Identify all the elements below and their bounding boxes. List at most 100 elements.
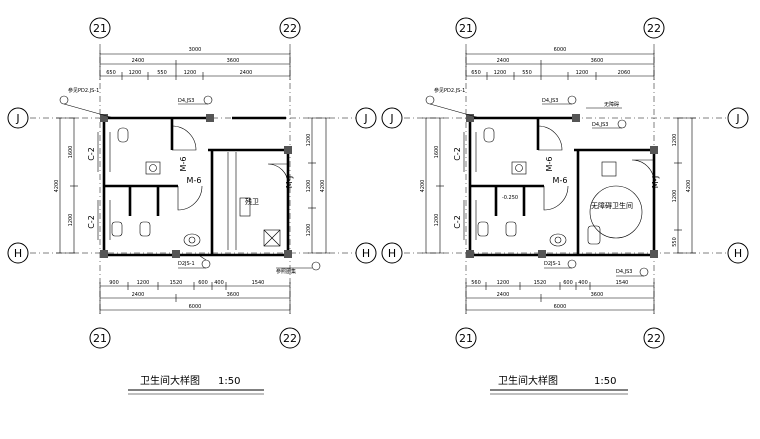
axis-bubble-21-bottom: 21 [89, 327, 111, 349]
svg-text:H: H [362, 247, 370, 260]
door-m6-upper [537, 125, 563, 151]
svg-text:1600: 1600 [434, 146, 440, 159]
axis-bubble-j-left: J [381, 107, 403, 129]
dimension-chain-bottom: 900 1200 1520 600 400 1540 2400 3600 600… [99, 280, 291, 314]
svg-text:参照图集: 参照图集 [276, 268, 296, 275]
svg-text:J: J [15, 112, 19, 125]
svg-text:D4,JS3: D4,JS3 [542, 98, 558, 104]
elevation-ref-mid: D4,JS3 [592, 119, 627, 129]
svg-text:2060: 2060 [618, 70, 631, 76]
door-m6-lower [543, 185, 569, 211]
elevation-ref-top: D4,JS3 [178, 95, 213, 105]
svg-text:650: 650 [471, 70, 481, 76]
toilet-stall-2 [139, 221, 151, 237]
washbasin-fixture [511, 161, 527, 175]
svg-text:1:50: 1:50 [594, 376, 616, 387]
svg-text:1200: 1200 [306, 180, 312, 193]
axis-bubble-22-top: 22 [279, 17, 301, 39]
window-label-c2-lower: C-2 [87, 215, 96, 229]
svg-text:22: 22 [647, 332, 661, 345]
svg-text:2400: 2400 [497, 292, 510, 298]
detail-ref-bottom: D2JS-1 [544, 259, 577, 269]
door-label-m6-horizontal: M-6 [553, 176, 568, 185]
svg-text:4200: 4200 [54, 180, 60, 193]
dimension-chain-top: 6000 2400 3600 650 1200 550 1200 2060 [465, 47, 655, 80]
svg-text:J: J [735, 112, 739, 125]
washbasin-lower [549, 233, 567, 247]
svg-text:1200: 1200 [306, 134, 312, 147]
svg-text:400: 400 [214, 280, 224, 286]
level-mark: -0.250 [502, 195, 518, 201]
toilet-detail-plan-left: 21 22 21 22 J H J H [7, 17, 377, 395]
detail-ref-top: 参见PD2.JS-1 [425, 87, 481, 119]
axis-bubble-21-bottom: 21 [455, 327, 477, 349]
note-top-right: 无障碍 [586, 101, 622, 109]
svg-text:560: 560 [471, 280, 481, 286]
svg-text:J: J [363, 112, 367, 125]
svg-text:参见PD2.JS-1: 参见PD2.JS-1 [434, 87, 465, 94]
svg-text:21: 21 [459, 22, 473, 35]
room-label: 无障碍卫生间 [591, 201, 633, 210]
svg-text:D2JS-1: D2JS-1 [544, 261, 561, 267]
elevation-ref-top: D4,JS3 [542, 95, 577, 105]
axis-bubble-h-right: H [355, 242, 377, 264]
svg-text:21: 21 [459, 332, 473, 345]
svg-text:D4,JS3: D4,JS3 [592, 122, 608, 128]
urinal-fixture [483, 127, 495, 143]
svg-text:H: H [734, 247, 742, 260]
door-label-mj: M-J [285, 176, 294, 189]
window-label-c2-upper: C-2 [87, 147, 96, 161]
axis-bubble-j-right: J [727, 107, 749, 129]
axis-bubble-h-left: H [7, 242, 29, 264]
elevation-ref-bottom: D4,JS3 [616, 267, 649, 277]
svg-text:3600: 3600 [227, 292, 240, 298]
svg-text:900: 900 [109, 280, 119, 286]
axis-bubble-22-bottom: 22 [643, 327, 665, 349]
svg-text:1200: 1200 [497, 280, 510, 286]
door-label-m6-vertical: M-6 [545, 157, 554, 172]
toilet-stall-1 [477, 221, 489, 237]
svg-text:1200: 1200 [306, 224, 312, 237]
door-m6-upper [171, 125, 197, 151]
svg-text:2400: 2400 [132, 58, 145, 64]
svg-text:2400: 2400 [497, 58, 510, 64]
washbasin-lower [183, 233, 201, 247]
svg-text:550: 550 [522, 70, 532, 76]
window-label-c2-upper: C-2 [453, 147, 462, 161]
svg-text:21: 21 [93, 332, 107, 345]
svg-text:550: 550 [157, 70, 167, 76]
door-m6-lower [177, 185, 203, 211]
svg-text:无障碍: 无障碍 [604, 101, 619, 108]
accessible-turning-circle [587, 161, 643, 245]
mop-sink [263, 229, 281, 247]
reference-note-right: 参照图集 [276, 261, 321, 275]
svg-text:1200: 1200 [494, 70, 507, 76]
dimension-chain-left: 4200 1600 1200 [420, 117, 444, 254]
door-mj [267, 163, 289, 185]
room-label: 残卫 [245, 197, 259, 206]
walls [466, 114, 658, 258]
svg-text:D4,JS3: D4,JS3 [178, 98, 194, 104]
svg-text:600: 600 [563, 280, 573, 286]
axis-bubble-21-top: 21 [455, 17, 477, 39]
detail-ref-bottom: D2JS-1 [178, 255, 211, 269]
svg-text:1200: 1200 [68, 214, 74, 227]
svg-text:1:50: 1:50 [218, 376, 240, 387]
svg-text:卫生间大样图: 卫生间大样图 [498, 374, 558, 387]
walls [100, 114, 292, 258]
svg-text:550: 550 [672, 237, 678, 247]
svg-text:1200: 1200 [576, 70, 589, 76]
door-label-mj: M-J [651, 176, 660, 189]
axis-bubble-h-left: H [381, 242, 403, 264]
axis-bubble-j-right: J [355, 107, 377, 129]
svg-text:1540: 1540 [252, 280, 265, 286]
svg-text:3600: 3600 [591, 292, 604, 298]
window-label-c2-lower: C-2 [453, 215, 462, 229]
svg-text:3600: 3600 [591, 58, 604, 64]
drawing-title-left: 卫生间大样图 1:50 [128, 374, 264, 395]
svg-text:3600: 3600 [227, 58, 240, 64]
svg-text:3000: 3000 [189, 47, 202, 53]
axis-bubble-h-right: H [727, 242, 749, 264]
axis-bubble-21-top: 21 [89, 17, 111, 39]
